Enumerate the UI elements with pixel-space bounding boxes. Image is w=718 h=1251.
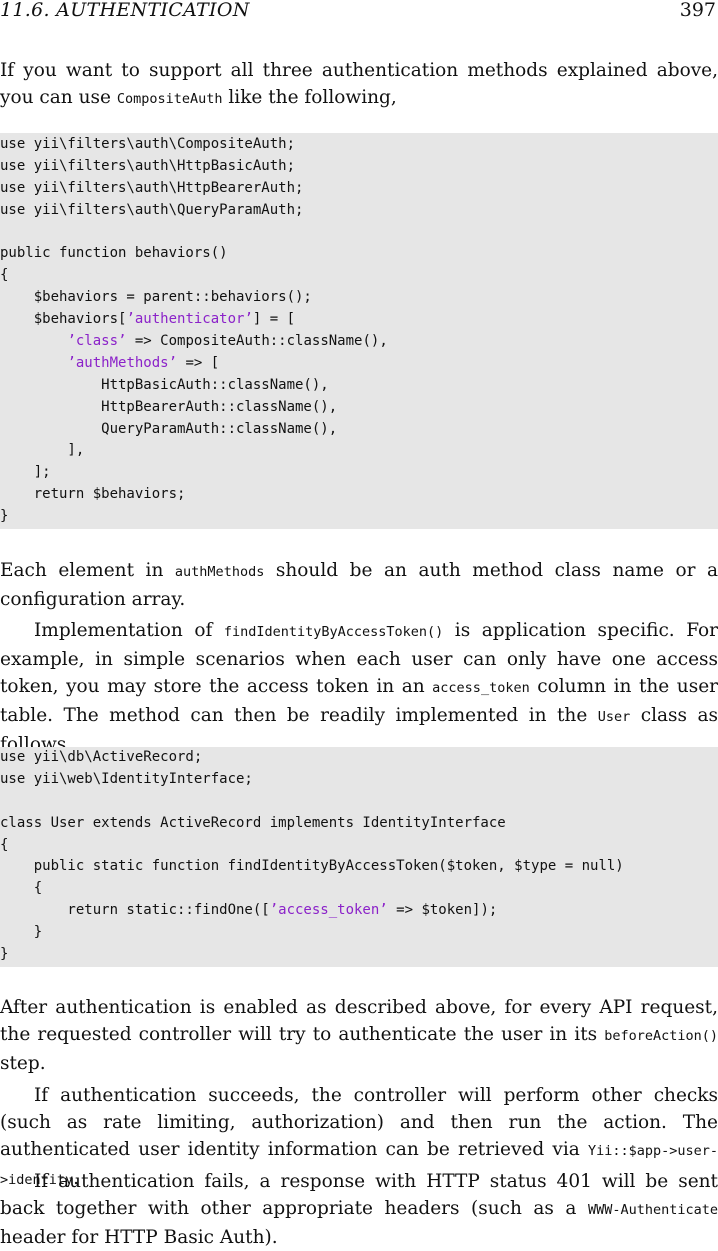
code-line: ], <box>0 440 718 462</box>
code-text <box>0 355 67 371</box>
code-text: return $behaviors; <box>0 486 186 503</box>
inline-code: beforeAction() <box>604 1028 718 1044</box>
code-text: => CompositeAuth::className(), <box>126 333 388 350</box>
code-line: class User extends ActiveRecord implemen… <box>0 813 718 835</box>
code-text: return static::findOne([ <box>0 902 270 919</box>
code-text: ] = [ <box>252 311 296 328</box>
code-line: ’class’ => CompositeAuth::className(), <box>0 331 718 353</box>
code-line: use yii\filters\auth\HttpBasicAuth; <box>0 156 718 178</box>
code-text: class User extends ActiveRecord implemen… <box>0 814 506 831</box>
code-line: HttpBasicAuth::className(), <box>0 375 718 397</box>
string-literal: ’class’ <box>67 333 127 350</box>
paragraph-text: header for HTTP Basic Auth). <box>0 1227 278 1248</box>
inline-code: CompositeAuth <box>116 91 223 107</box>
paragraph-text: should be an auth method class name or a… <box>0 560 718 610</box>
code-text <box>0 333 67 349</box>
code-text: use yii\db\ActiveRecord; <box>0 749 203 765</box>
code-text: use yii\filters\auth\HttpBearerAuth; <box>0 179 304 196</box>
paragraph-auth-methods: Each element in authMethods should be an… <box>0 557 718 613</box>
paragraph-after-auth: After authentication is enabled as descr… <box>0 994 718 1077</box>
paragraph-text: is application specific. For example, in… <box>0 620 718 697</box>
code-line: { <box>0 878 718 900</box>
code-text: use yii\web\IdentityInterface; <box>0 770 253 787</box>
inline-code: access_token <box>432 680 530 696</box>
inline-code: authMethods <box>174 564 265 580</box>
code-line: public static function findIdentityByAcc… <box>0 856 718 878</box>
code-text: => [ <box>177 354 220 371</box>
string-literal: ’authenticator’ <box>126 311 253 328</box>
paragraph-auth-succeeds: If authentication succeeds, the controll… <box>0 1082 718 1194</box>
code-text: } <box>0 508 9 525</box>
code-text: { <box>0 880 43 897</box>
code-line: QueryParamAuth::className(), <box>0 419 718 441</box>
code-line: public function behaviors() <box>0 243 718 265</box>
code-text: QueryParamAuth::className(), <box>0 420 338 437</box>
code-line: { <box>0 835 718 857</box>
code-text: } <box>0 924 43 941</box>
code-line: ]; <box>0 462 718 484</box>
code-line: return $behaviors; <box>0 484 718 506</box>
code-block-behaviors: use yii\filters\auth\CompositeAuth; use y… <box>0 133 718 529</box>
code-text: public static function findIdentityByAcc… <box>0 858 624 875</box>
running-title: 11.6. AUTHENTICATION <box>0 0 250 21</box>
code-text: ], <box>0 442 85 459</box>
code-text: public function behaviors() <box>0 245 228 262</box>
code-text: $behaviors[ <box>0 311 127 328</box>
code-line: HttpBearerAuth::className(), <box>0 397 718 419</box>
code-text: } <box>0 946 9 963</box>
paragraph-text: If you want to support all three authent… <box>0 60 718 108</box>
paragraph-text: step. <box>0 1053 46 1074</box>
paragraph-implementation: Implementation of findIdentityByAccessTo… <box>0 617 718 758</box>
page-number: 397 <box>679 0 716 21</box>
code-text: => $token]); <box>387 902 498 919</box>
code-text: use yii\filters\auth\HttpBasicAuth; <box>0 157 296 174</box>
inline-code: Yii::$app->user->identity <box>0 1143 718 1188</box>
string-literal: ’access_token’ <box>269 902 388 919</box>
paragraph-text: If authentication succeeds, the controll… <box>0 1085 718 1160</box>
code-text: { <box>0 836 9 853</box>
code-line: use yii\web\IdentityInterface; <box>0 769 718 791</box>
paragraph-text: Each element in <box>0 560 175 581</box>
code-line: } <box>0 922 718 944</box>
paragraph-text: After authentication is enabled as descr… <box>0 997 718 1045</box>
code-line: return static::findOne([’access_token’ =… <box>0 900 718 922</box>
code-line: $behaviors[’authenticator’] = [ <box>0 309 718 331</box>
code-line <box>0 791 718 813</box>
code-line: ’authMethods’ => [ <box>0 353 718 375</box>
code-line: } <box>0 506 718 528</box>
code-text: ]; <box>0 464 51 481</box>
code-text: HttpBearerAuth::className(), <box>0 398 338 415</box>
code-text: $behaviors = parent::behaviors(); <box>0 289 312 306</box>
code-line: use yii\db\ActiveRecord; <box>0 747 718 769</box>
code-text: { <box>0 267 9 284</box>
code-line: use yii\filters\auth\CompositeAuth; <box>0 134 718 156</box>
running-header: 11.6. AUTHENTICATION 397 <box>0 0 718 24</box>
inline-code: WWW-Authenticate <box>587 1202 718 1218</box>
inline-code: findIdentityByAccessToken() <box>223 624 444 640</box>
paragraph-text: column in the user table. The method can… <box>0 676 718 726</box>
code-line: use yii\filters\auth\HttpBearerAuth; <box>0 178 718 200</box>
code-block-user-class: use yii\db\ActiveRecord; use yii\web\Iden… <box>0 747 718 967</box>
paragraph-intro: If you want to support all three authent… <box>0 57 718 113</box>
inline-code: User <box>597 709 631 725</box>
code-text: HttpBasicAuth::className(), <box>0 376 329 393</box>
code-line <box>0 222 718 244</box>
paragraph-text: like the following, <box>222 87 397 108</box>
code-text: use yii\filters\auth\CompositeAuth; <box>0 136 296 152</box>
paragraph-text: . <box>73 1168 80 1189</box>
code-text: use yii\filters\auth\QueryParamAuth; <box>0 201 304 218</box>
code-line: } <box>0 944 718 966</box>
paragraph-auth-fails: If authentication fails, a response with… <box>0 1168 718 1251</box>
code-line: $behaviors = parent::behaviors(); <box>0 287 718 309</box>
paragraph-text: Implementation of <box>34 620 224 641</box>
paragraph-text: If authentication fails, a response with… <box>0 1171 718 1219</box>
code-line: { <box>0 265 718 287</box>
string-literal: ’authMethods’ <box>67 354 178 371</box>
code-line: use yii\filters\auth\QueryParamAuth; <box>0 200 718 222</box>
